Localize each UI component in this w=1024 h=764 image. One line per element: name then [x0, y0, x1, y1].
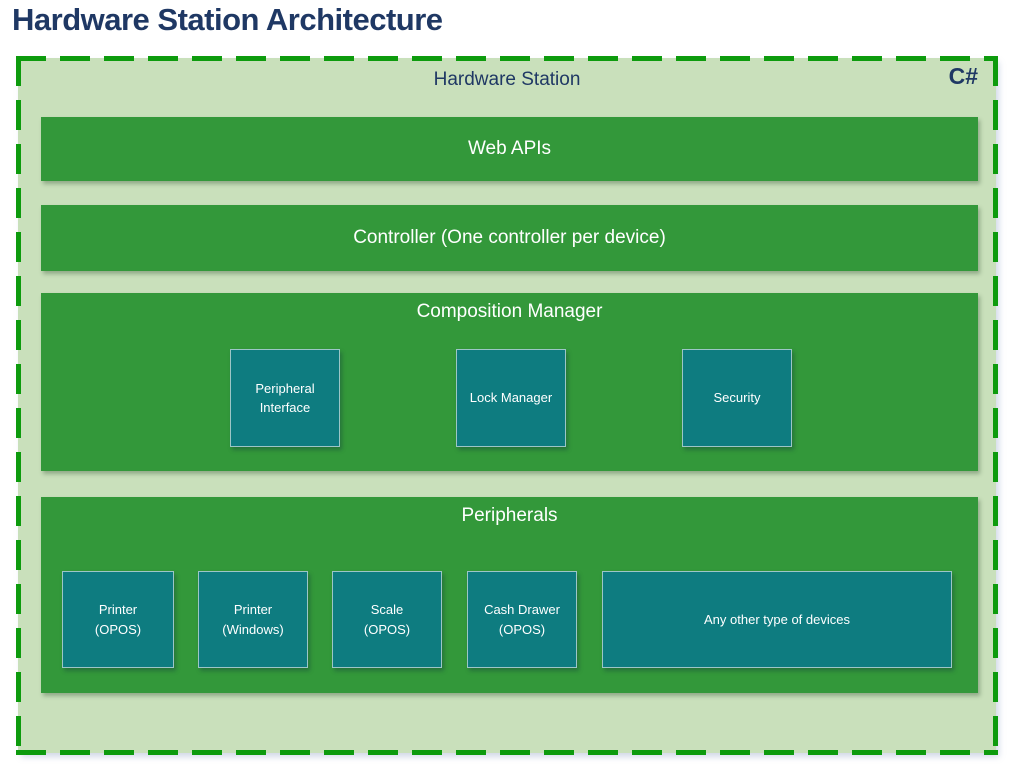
module-peripheral-interface: Peripheral Interface: [230, 349, 340, 447]
dashed-border-top: [16, 56, 998, 61]
module-lock-manager: Lock Manager: [456, 349, 566, 447]
device-cash-drawer-opos: Cash Drawer (OPOS): [467, 571, 577, 668]
device-any-other: Any other type of devices: [602, 571, 952, 668]
diagram-title: Hardware Station Architecture: [12, 2, 443, 37]
hardware-station-label: Hardware Station: [433, 69, 581, 90]
device-printer-opos: Printer (OPOS): [62, 571, 174, 668]
layer-composition-manager: Composition Manager Peripheral Interface…: [41, 293, 978, 471]
dashed-border-bottom: [16, 750, 998, 755]
module-security: Security: [682, 349, 792, 447]
csharp-language-tag: C#: [948, 63, 978, 89]
dashed-border-right: [993, 56, 998, 755]
peripherals-label: Peripherals: [461, 505, 558, 526]
layer-web-apis: Web APIs: [41, 117, 978, 181]
device-scale-opos: Scale (OPOS): [332, 571, 442, 668]
device-printer-windows: Printer (Windows): [198, 571, 308, 668]
hardware-station-container: Hardware Station C# Web APIs Controller …: [16, 56, 998, 755]
layer-controller: Controller (One controller per device): [41, 205, 978, 271]
composition-manager-label: Composition Manager: [416, 301, 603, 322]
layer-peripherals: Peripherals Printer (OPOS) Printer (Wind…: [41, 497, 978, 693]
dashed-border-left: [16, 56, 21, 755]
